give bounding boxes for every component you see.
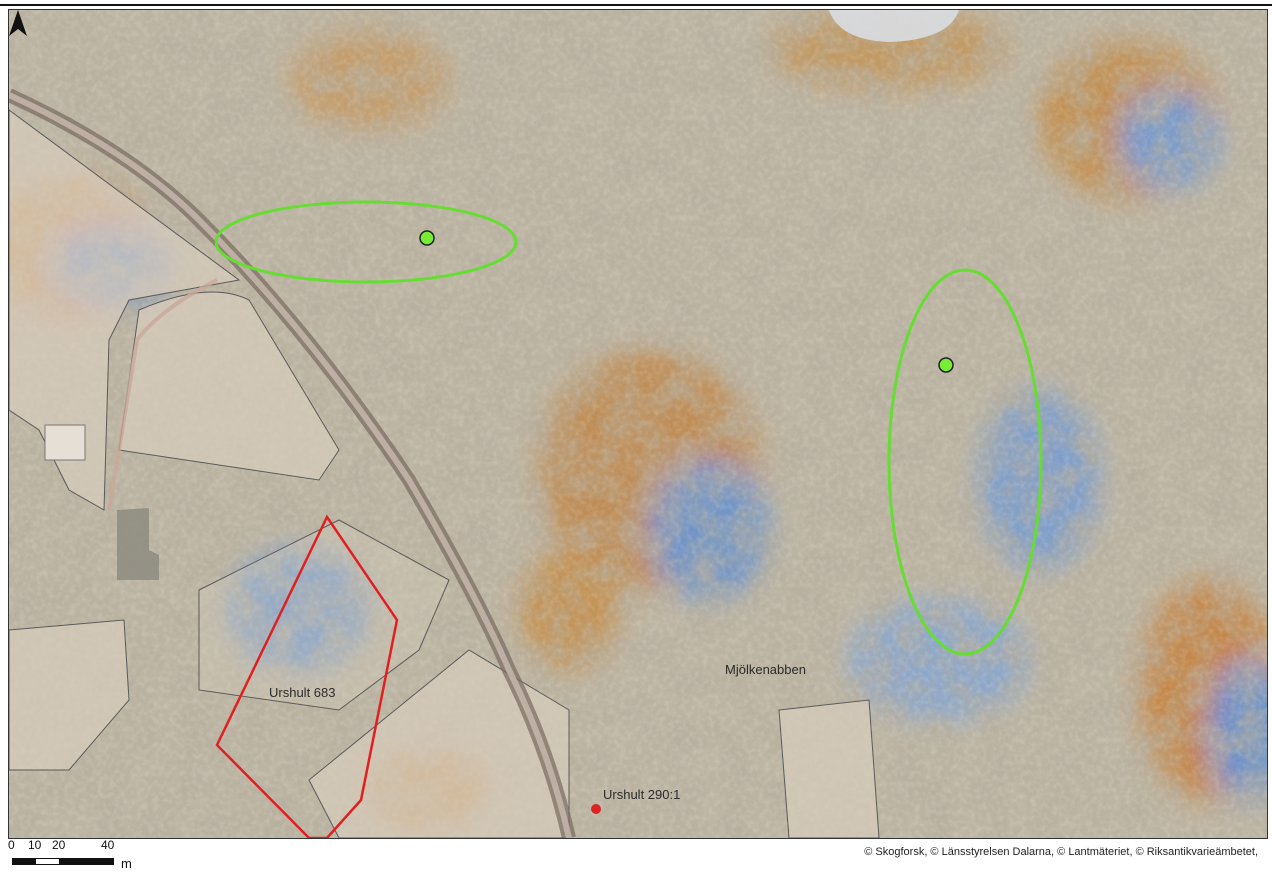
top-frame-line	[0, 4, 1272, 6]
terrain-layer	[9, 10, 1267, 838]
scale-bar: 0 10 20 40 m	[8, 838, 188, 872]
scale-segment-2	[35, 858, 60, 865]
scale-unit: m	[121, 856, 132, 871]
heritage-site-marker-urshult-290-1[interactable]	[591, 804, 601, 814]
map-attribution: © Skogforsk, © Länsstyrelsen Dalarna, © …	[864, 846, 1258, 858]
scale-tick-10: 10	[28, 838, 42, 852]
label-urshult-683: Urshult 683	[269, 685, 336, 700]
scale-tick-40: 40	[101, 838, 115, 852]
label-mjolkenabben: Mjölkenabben	[725, 662, 806, 677]
scale-segment-1	[12, 858, 36, 865]
scale-tick-20: 20	[52, 838, 66, 852]
heritage-site-polygon-urshult-683[interactable]	[215, 514, 399, 838]
highlight-ellipse-north	[214, 200, 518, 284]
scale-segment-3	[59, 858, 114, 865]
find-marker-east[interactable]	[938, 357, 954, 373]
map-canvas[interactable]: Urshult 683 Mjölkenabben Urshult 290:1	[8, 9, 1268, 839]
label-urshult-290-1: Urshult 290:1	[603, 787, 681, 802]
north-arrow-icon	[9, 10, 27, 36]
highlight-ellipse-east	[887, 268, 1043, 656]
scale-tick-0: 0	[8, 838, 15, 852]
find-marker-north[interactable]	[419, 230, 435, 246]
